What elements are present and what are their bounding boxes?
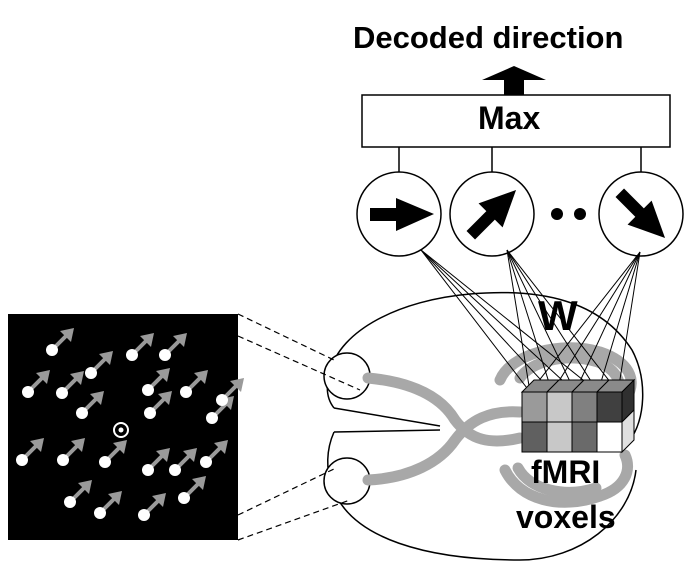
motion-arrow-head	[230, 378, 244, 392]
motion-arrow-head	[158, 391, 172, 405]
output-arrow	[482, 66, 546, 96]
motion-arrow-head	[99, 351, 113, 365]
fixation-point-icon	[113, 422, 129, 438]
arrow-up-right-icon	[466, 189, 517, 240]
stimulus-dot	[216, 394, 228, 406]
unit-to-max-connectors	[398, 147, 642, 172]
stimulus-dot	[200, 456, 212, 468]
motion-arrow-head	[36, 370, 50, 384]
stimulus-dot	[144, 407, 156, 419]
motion-arrow-head	[70, 371, 84, 385]
direction-unit-down-right	[598, 171, 684, 257]
stimulus-dot	[94, 507, 106, 519]
fmri-label: fMRI	[531, 454, 601, 490]
motion-arrow-head	[156, 368, 170, 382]
brain-outline	[326, 291, 644, 561]
stimulus-dot	[178, 492, 190, 504]
stimulus-dot	[56, 387, 68, 399]
voxel-cell	[596, 391, 623, 423]
stimulus-dot	[22, 386, 34, 398]
stimulus-dot	[138, 509, 150, 521]
decoded-direction-label: Decoded direction	[353, 20, 624, 55]
motion-arrow-head	[60, 328, 74, 342]
direction-unit-up-right	[449, 171, 535, 257]
voxel-cell	[596, 421, 623, 453]
stimulus-dot	[180, 386, 192, 398]
visual-pathways	[362, 342, 637, 508]
stimulus-dot	[64, 496, 76, 508]
voxels-label: voxels	[516, 499, 616, 535]
stimulus-dot	[159, 349, 171, 361]
voxel-cell	[546, 421, 573, 453]
voxel-cell	[571, 391, 598, 423]
motion-arrow-head	[30, 438, 44, 452]
stimulus-dot	[142, 384, 154, 396]
motion-arrow-head	[90, 391, 104, 405]
max-box	[361, 94, 671, 148]
direction-unit-right	[356, 171, 442, 257]
stimulus-dot	[76, 407, 88, 419]
arrow-down-right-icon	[615, 188, 666, 239]
motion-arrow-head	[156, 448, 170, 462]
stimulus-dot	[99, 456, 111, 468]
voxel-cell	[521, 421, 548, 453]
voxel-cell	[521, 391, 548, 423]
motion-arrow-head	[78, 480, 92, 494]
max-label: Max	[478, 100, 541, 136]
moving-dots	[16, 328, 244, 521]
motion-arrow-head	[183, 448, 197, 462]
motion-arrow-head	[173, 333, 187, 347]
weight-lines	[420, 249, 641, 393]
stimulus-dot	[169, 464, 181, 476]
motion-arrow-head	[192, 476, 206, 490]
voxel-grid	[520, 378, 636, 454]
ellipsis-dots	[551, 208, 586, 220]
motion-arrow-head	[152, 493, 166, 507]
stimulus-dot	[85, 367, 97, 379]
zoom-dashed-lines	[237, 313, 361, 541]
stimulus-dot	[126, 349, 138, 361]
weights-label: W	[538, 292, 578, 339]
voxel-side-face	[621, 408, 635, 454]
motion-arrow-head	[194, 370, 208, 384]
motion-arrow-head	[214, 440, 228, 454]
voxel-cell	[571, 421, 598, 453]
motion-arrow-head	[108, 491, 122, 505]
stimulus-dot	[57, 454, 69, 466]
stimulus-dot	[16, 454, 28, 466]
stimulus-dot	[206, 412, 218, 424]
voxel-cell	[546, 391, 573, 423]
motion-arrow-head	[113, 440, 127, 454]
motion-arrow-head	[140, 333, 154, 347]
motion-arrow-head	[71, 438, 85, 452]
stimulus-dot	[46, 344, 58, 356]
arrow-right-icon	[370, 198, 434, 231]
stimulus-panel	[8, 314, 244, 540]
stimulus-dot	[142, 464, 154, 476]
